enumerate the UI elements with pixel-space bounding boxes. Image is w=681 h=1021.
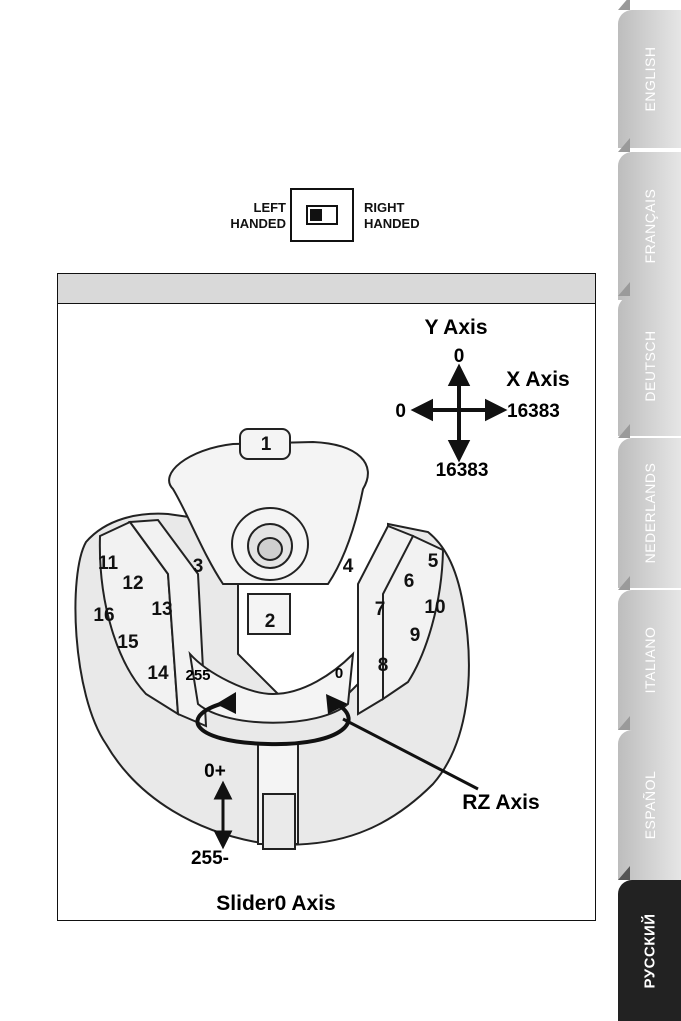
rz-left-value: 255 xyxy=(185,667,210,684)
tab-label: ESPAÑOL xyxy=(642,771,658,840)
button-number-12: 12 xyxy=(122,573,143,594)
joystick-diagram: Y Axis 0 X Axis 0 16383 16383 xyxy=(58,274,594,919)
button-number-7: 7 xyxy=(375,599,386,620)
tab-2[interactable]: FRANÇAIS xyxy=(618,152,681,300)
y-axis-max: 16383 xyxy=(436,460,489,481)
button-number-8: 8 xyxy=(378,655,389,676)
y-axis-label: Y Axis xyxy=(424,316,487,339)
right-handed-label: RIGHT HANDED xyxy=(364,200,444,232)
left-handed-label: LEFT HANDED xyxy=(218,200,286,232)
tab-3[interactable]: DEUTSCH xyxy=(618,296,681,436)
tab-label: ITALIANO xyxy=(642,627,658,694)
tab-5[interactable]: ITALIANO xyxy=(618,590,681,730)
left-label-line1: LEFT xyxy=(218,200,286,216)
tab-6[interactable]: ESPAÑOL xyxy=(618,730,681,880)
tab-notch xyxy=(618,866,630,880)
rz-right-value: 0 xyxy=(335,665,343,682)
button-number-4: 4 xyxy=(343,556,354,577)
button-number-6: 6 xyxy=(404,571,415,592)
switch-slot xyxy=(306,205,338,225)
button-number-1: 1 xyxy=(261,434,272,455)
y-axis-min: 0 xyxy=(454,346,465,367)
button-number-16: 16 xyxy=(93,605,114,626)
rz-axis-label: RZ Axis xyxy=(462,791,539,814)
button-number-13: 13 xyxy=(151,599,172,620)
tab-1[interactable]: ENGLISH xyxy=(618,10,681,148)
language-tabs: ENGLISH FRANÇAIS DEUTSCH NEDERLANDS ITALIANO… xyxy=(612,0,681,1021)
tab-label: РУССКИЙ xyxy=(641,913,658,988)
right-label-line1: RIGHT xyxy=(364,200,444,216)
tab-label: FRANÇAIS xyxy=(642,189,658,264)
slider-top-value: 0+ xyxy=(204,761,226,782)
x-axis-max: 16383 xyxy=(507,401,560,422)
button-number-2: 2 xyxy=(265,611,276,632)
tab-notch xyxy=(618,0,630,10)
button-number-15: 15 xyxy=(117,632,139,653)
switch-knob xyxy=(310,209,322,221)
button-number-14: 14 xyxy=(147,663,169,684)
x-axis-min: 0 xyxy=(395,401,406,422)
slider-axis-label: Slider0 Axis xyxy=(216,892,335,915)
tab-label: NEDERLANDS xyxy=(642,463,658,564)
left-label-line2: HANDED xyxy=(218,216,286,232)
tab-label: DEUTSCH xyxy=(642,330,658,401)
slider-bottom-value: 255- xyxy=(191,848,229,869)
switch-icon xyxy=(290,188,354,242)
button-number-5: 5 xyxy=(428,551,439,572)
tab-7[interactable]: РУССКИЙ xyxy=(618,880,681,1021)
handedness-switch: LEFT HANDED RIGHT HANDED xyxy=(218,188,438,246)
x-axis-label: X Axis xyxy=(506,368,569,391)
button-number-10: 10 xyxy=(424,597,445,618)
tab-notch xyxy=(618,282,630,296)
button-number-3: 3 xyxy=(193,556,204,577)
tab-4[interactable]: NEDERLANDS xyxy=(618,438,681,588)
tab-label: ENGLISH xyxy=(642,47,658,112)
button-number-9: 9 xyxy=(410,625,421,646)
tab-notch xyxy=(618,576,630,590)
tab-notch xyxy=(618,138,630,152)
axis-cross-icon xyxy=(415,368,503,458)
joystick-figure: Y Axis 0 X Axis 0 16383 16383 xyxy=(57,273,596,921)
tab-notch xyxy=(618,424,630,438)
right-label-line2: HANDED xyxy=(364,216,444,232)
button-number-11: 11 xyxy=(98,553,119,574)
tab-notch xyxy=(618,716,630,730)
